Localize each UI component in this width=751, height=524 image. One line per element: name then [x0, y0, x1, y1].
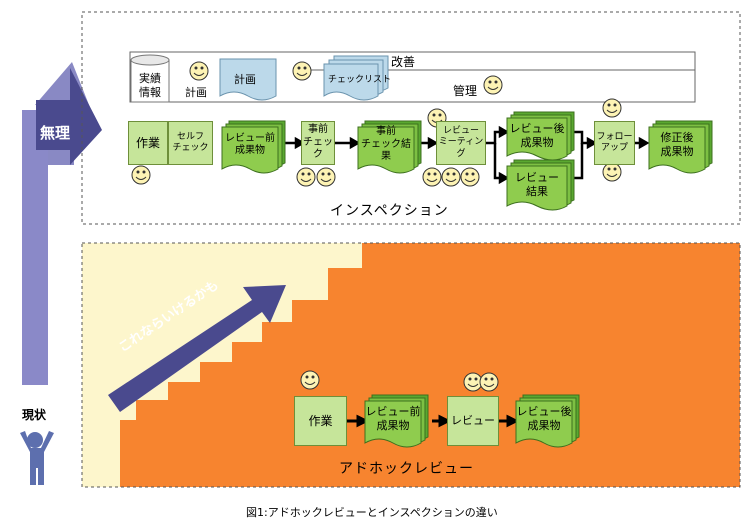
review-after-line1: レビュー後 — [509, 122, 565, 136]
checklist-label: チェックリスト — [328, 75, 392, 85]
adhoc-sagyou-box: 作業 — [294, 396, 347, 446]
follow-up-line1: フォロー — [596, 131, 633, 142]
doc-fixed — [648, 120, 713, 174]
smiley-icon — [602, 162, 622, 182]
doc-review-after — [506, 111, 575, 161]
jisseki-label: 実績 情報 — [131, 70, 169, 102]
muri-arrow — [22, 62, 102, 385]
inspection-label: インスペクション — [330, 203, 449, 219]
fixed-line1: 修正後 — [660, 131, 694, 145]
review-before-line2: 成果物 — [235, 145, 265, 156]
smiley-icon — [189, 61, 209, 81]
self-check-box: セルフ チェック — [168, 121, 213, 165]
adhoc-doc-review-before — [364, 394, 429, 448]
sagyou-label: 作業 — [135, 135, 160, 150]
self-check-line1: セルフ — [176, 131, 204, 142]
doc-jizen-result — [357, 120, 422, 174]
database-icon — [130, 54, 170, 103]
review-meeting-line1: レビュー — [442, 126, 479, 137]
adhoc-review-label: レビュー — [451, 414, 495, 428]
jizen-check-line2: チェック — [303, 136, 333, 161]
plan-doc — [219, 58, 277, 101]
review-meeting-box: レビュー ミーティング — [436, 121, 486, 165]
smiley-icon — [441, 167, 461, 187]
smiley-icon — [292, 61, 312, 81]
review-result-line1: レビュー — [515, 171, 559, 185]
smiley-icon — [460, 167, 480, 187]
smiley-icon — [300, 370, 320, 390]
review-meeting-line2: ミーティング — [438, 137, 484, 159]
follow-up-box: フォロー アップ — [594, 121, 635, 165]
smiley-icon — [316, 167, 336, 187]
jisseki-line1: 実績 — [139, 72, 161, 86]
review-before-line1: レビュー前 — [225, 132, 275, 144]
smiley-icon — [131, 165, 151, 185]
review-result-label: レビュー 結果 — [507, 168, 567, 202]
kanri-label: 管理 — [453, 84, 478, 98]
jizen-check-box: 事前 チェック — [301, 121, 335, 165]
adhoc-arrows — [346, 414, 520, 428]
smiley-icon — [422, 167, 442, 187]
genjou-label: 現状 — [22, 408, 47, 422]
sagyou-box: 作業 — [128, 121, 168, 165]
review-result-line2: 結果 — [526, 185, 548, 198]
doc-review-result — [506, 159, 575, 211]
review-after-label: レビュー後 成果物 — [507, 120, 567, 152]
adhoc-review-after-label: レビュー後 成果物 — [516, 402, 572, 436]
adhoc-review-before-line1: レビュー前 — [365, 405, 421, 419]
muri-label: 無理 — [40, 124, 71, 142]
keikaku-doc-label: 計画 — [234, 73, 256, 86]
smiley-icon — [602, 98, 622, 118]
adhoc-doc-review-after — [515, 394, 580, 448]
adhoc-review-box: レビュー — [447, 396, 499, 446]
jizen-result-line2: チェック結果 — [361, 138, 411, 163]
follow-up-line2: アップ — [600, 143, 628, 153]
adhoc-label: アドホックレビュー — [339, 461, 474, 477]
smiley-icon — [483, 75, 503, 95]
inspection-frame — [81, 11, 741, 225]
figure-caption: 図1:アドホックレビューとインスペクションの違い — [246, 506, 498, 519]
adhoc-sagyou-label: 作業 — [308, 413, 333, 428]
fixed-line2: 成果物 — [660, 145, 694, 158]
jisseki-line2: 情報 — [139, 86, 161, 99]
smiley-icon — [479, 372, 499, 392]
review-after-line2: 成果物 — [520, 136, 554, 149]
person-icon — [20, 431, 54, 485]
adhoc-review-before-line2: 成果物 — [376, 419, 410, 432]
kaizen-label: 改善 — [391, 55, 416, 69]
jizen-check-line1: 事前 — [308, 124, 328, 136]
adhoc-review-after-line1: レビュー後 — [516, 405, 572, 419]
stair-arrow — [108, 285, 286, 412]
self-check-line2: チェック — [172, 143, 209, 153]
jizen-result-line1: 事前 — [376, 126, 396, 138]
checklist-doc — [323, 55, 389, 101]
doc-review-before — [221, 120, 286, 174]
jizen-result-label: 事前 チェック結果 — [358, 126, 414, 163]
smiley-icon — [296, 167, 316, 187]
adhoc-review-after-line2: 成果物 — [527, 419, 561, 432]
keikaku-face-label: 計画 — [185, 86, 207, 99]
adhoc-review-before-label: レビュー前 成果物 — [365, 402, 421, 436]
smiley-icon — [463, 372, 483, 392]
fixed-label: 修正後 成果物 — [649, 128, 705, 162]
review-before-label: レビュー前 成果物 — [222, 128, 278, 162]
smiley-icons — [131, 61, 622, 392]
